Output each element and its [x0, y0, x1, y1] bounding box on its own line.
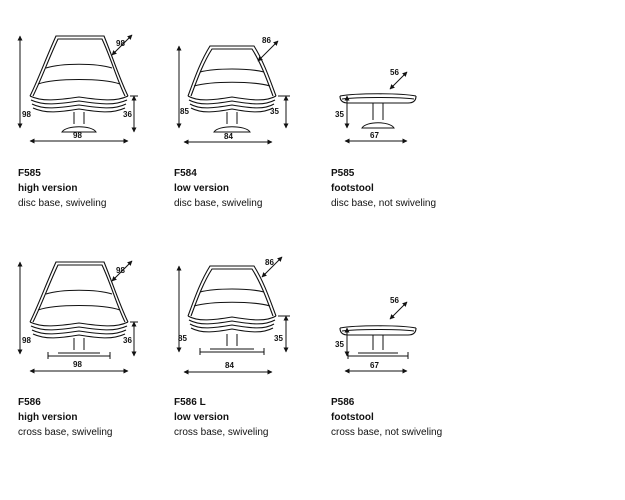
caption-p585: P585 footstool disc base, not swiveling [331, 166, 436, 211]
product-version: footstool [331, 412, 374, 423]
chair-f584-drawing [176, 40, 290, 145]
chair-f585-drawing [17, 34, 138, 144]
caption-p586: P586 footstool cross base, not swiveling [331, 395, 442, 440]
product-base: disc base, swiveling [18, 198, 107, 209]
product-code: F586 L [174, 397, 206, 408]
product-version: low version [174, 412, 230, 423]
f586l-seat-dim: 35 [274, 334, 283, 343]
f586-width-dim: 98 [73, 360, 82, 369]
caption-f584: F584 low version disc base, swiveling [174, 166, 262, 211]
product-base: cross base, swiveling [18, 427, 113, 438]
f586-height-dim: 98 [22, 336, 31, 345]
f584-depth-dim: 86 [262, 36, 271, 45]
p586-width-dim: 67 [370, 361, 379, 370]
f586-seat-dim: 36 [123, 336, 132, 345]
p585-height-dim: 35 [335, 110, 344, 119]
product-base: cross base, swiveling [174, 427, 269, 438]
product-version: high version [18, 412, 78, 423]
caption-f585: F585 high version disc base, swiveling [18, 166, 106, 211]
f586l-width-dim: 84 [225, 361, 234, 370]
product-version: low version [174, 183, 230, 194]
product-code: P586 [331, 397, 355, 408]
caption-f586l: F586 L low version cross base, swiveling [174, 395, 268, 440]
caption-f586: F586 high version cross base, swiveling [18, 395, 112, 440]
footstool-p586-drawing [339, 301, 417, 374]
footstool-p585-drawing [339, 71, 417, 144]
f584-seat-dim: 35 [270, 107, 279, 116]
p585-width-dim: 67 [370, 131, 379, 140]
f584-height-dim: 85 [180, 107, 189, 116]
product-code: F584 [174, 168, 197, 179]
product-base: disc base, swiveling [174, 198, 263, 209]
f584-width-dim: 84 [224, 132, 233, 141]
f586l-height-dim: 85 [178, 334, 187, 343]
product-version: footstool [331, 183, 374, 194]
p586-height-dim: 35 [335, 340, 344, 349]
p585-depth-dim: 56 [390, 68, 399, 77]
product-version: high version [18, 183, 78, 194]
product-code: F586 [18, 397, 41, 408]
f586l-depth-dim: 86 [265, 258, 274, 267]
product-base: cross base, not swiveling [331, 427, 443, 438]
chair-f586-drawing [17, 260, 138, 374]
f585-depth-dim: 98 [116, 39, 125, 48]
f585-seat-dim: 36 [123, 110, 132, 119]
product-base: disc base, not swiveling [331, 198, 437, 209]
product-code: F585 [18, 168, 41, 179]
f585-width-dim: 98 [73, 131, 82, 140]
product-code: P585 [331, 168, 355, 179]
p586-depth-dim: 56 [390, 296, 399, 305]
chair-f586l-drawing [176, 256, 290, 375]
f585-height-dim: 98 [22, 110, 31, 119]
f586-depth-dim: 98 [116, 266, 125, 275]
